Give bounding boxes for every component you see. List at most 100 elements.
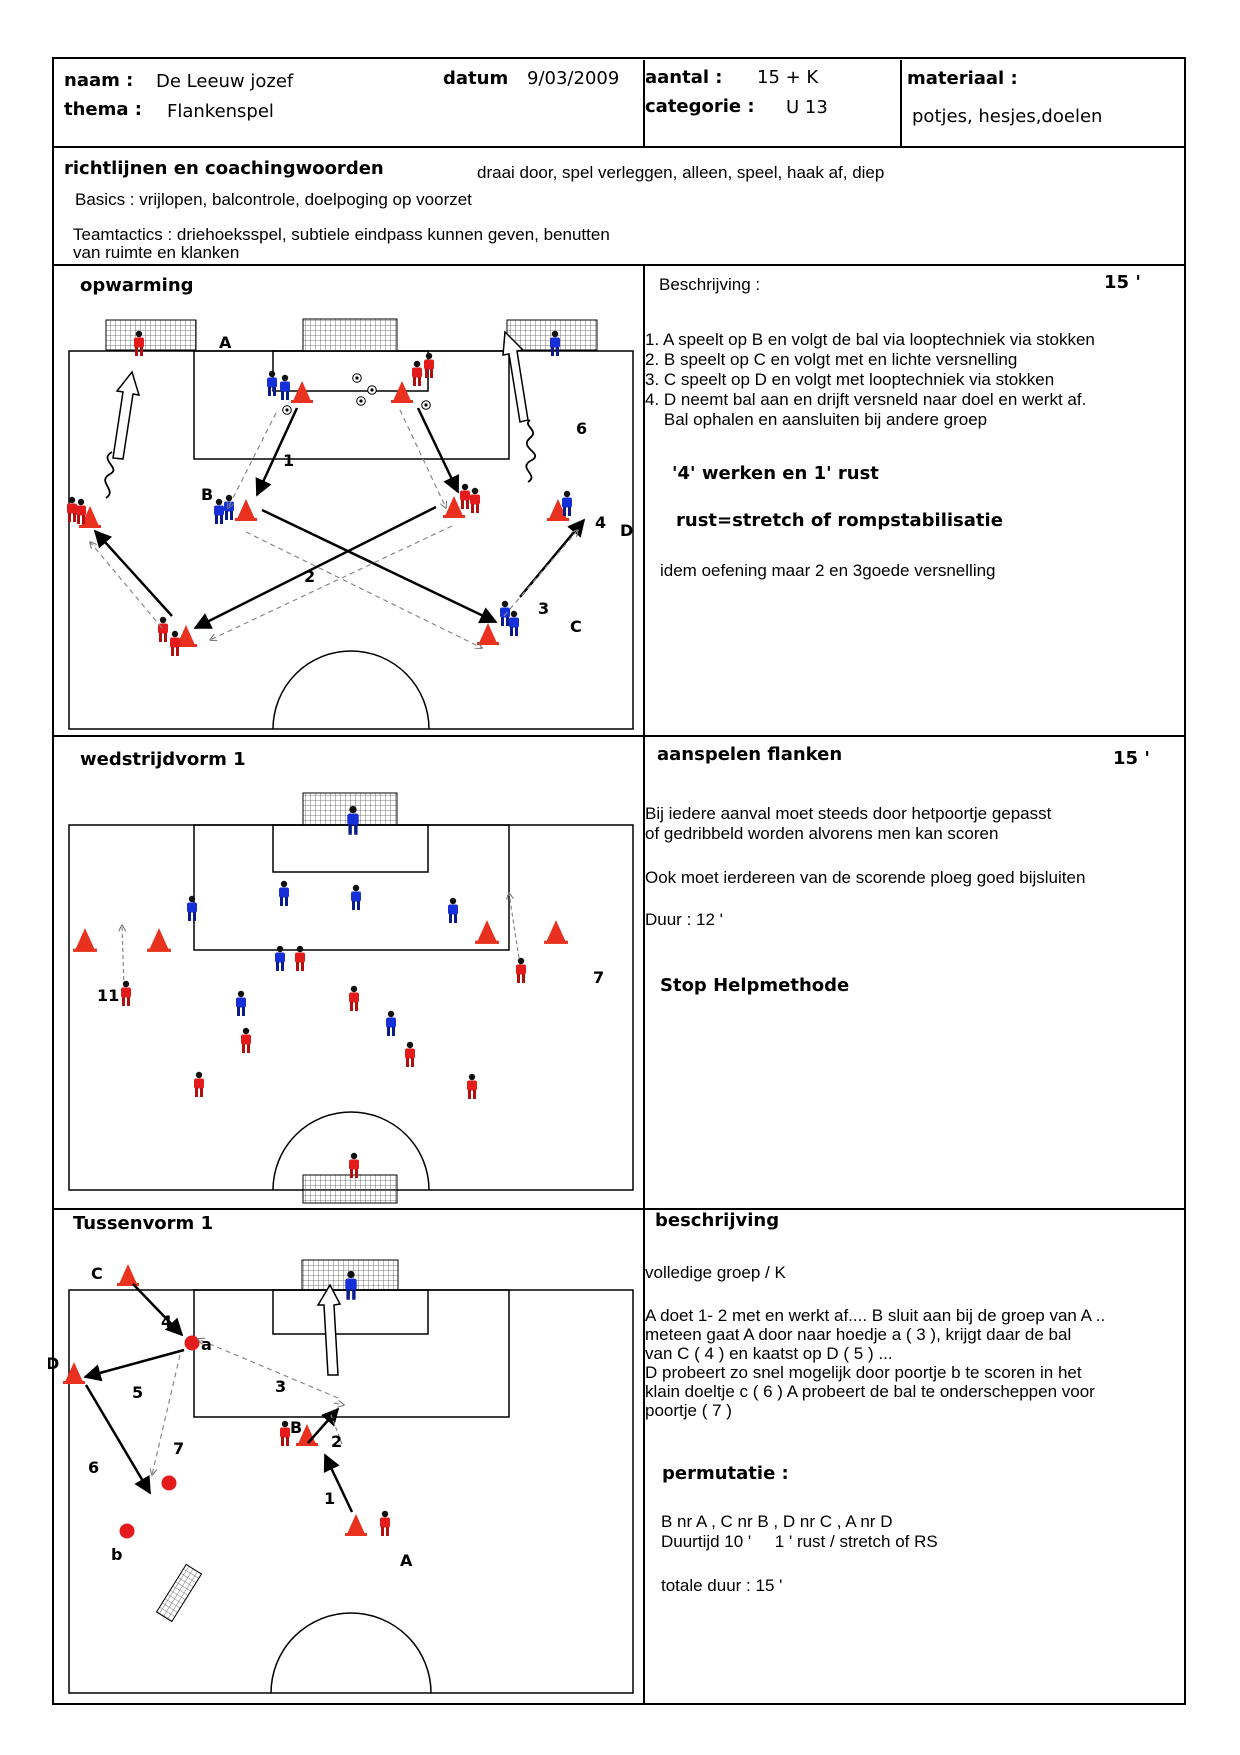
label-b: B — [290, 1418, 302, 1437]
section3-desc-1: A doet 1- 2 met en werkt af.... B sluit … — [645, 1306, 1106, 1325]
section2-right-title: aanspelen flanken — [657, 744, 843, 765]
label-c: C — [91, 1264, 103, 1283]
section1-divider — [52, 735, 1186, 737]
section2-line1: Bij iedere aanval moet steeds door hetpo… — [645, 804, 1052, 823]
label-3: 3 — [275, 1377, 286, 1396]
label-a: A — [219, 333, 232, 352]
center-arc — [272, 650, 430, 730]
section1-step-1: 1. A speelt op B en volgt de bal via loo… — [645, 330, 1095, 349]
section3-title: Tussenvorm 1 — [73, 1213, 214, 1234]
section1-right-title: Beschrijving : — [659, 275, 761, 294]
section1-step-2: 2. B speelt op C en volgt met en lichte … — [645, 350, 1018, 369]
tussenvorm-diagram: C D a b A B 1 2 3 4 5 6 7 — [48, 1259, 634, 1694]
run-arrows — [122, 893, 521, 988]
label-c: C — [570, 617, 582, 636]
categorie-label: categorie : — [645, 96, 755, 117]
marker-gate-1 — [161, 1475, 177, 1491]
cone-c — [117, 1264, 139, 1286]
datum-label: datum — [443, 68, 509, 89]
section1-step-4b: Bal ophalen en aansluiten bij andere gro… — [645, 410, 988, 429]
section1-title: opwarming — [80, 275, 194, 296]
section3-desc-2: meteen gaat A door naar hoedje a ( 3 ), … — [645, 1325, 1072, 1344]
section1-step-4: 4. D neemt bal aan en drijft versneld na… — [645, 390, 1087, 409]
section3-desc-5: klain doeltje c ( 6 ) A probeert de bal … — [645, 1382, 1095, 1401]
label-1: 1 — [324, 1489, 335, 1508]
coaching-words: draai door, spel verleggen, alleen, spee… — [477, 163, 885, 182]
section2-line4: Duur : 12 ' — [645, 910, 723, 929]
bottom-goal — [302, 1174, 398, 1204]
label-11: 11 — [97, 986, 119, 1005]
header-divider — [52, 146, 1186, 148]
teamtactics-line2: van ruimte en klanken — [73, 243, 240, 262]
ball — [282, 405, 292, 415]
materiaal-label: materiaal : — [907, 68, 1018, 89]
categorie-value: U 13 — [786, 97, 828, 118]
label-b: B — [201, 485, 213, 504]
section3-desc-3: van C ( 4 ) en kaatst op D ( 5 ) ... — [645, 1344, 893, 1363]
naam-value: De Leeuw jozef — [156, 71, 294, 92]
teamtactics-line1: Teamtactics : driehoeksspel, subtiele ei… — [73, 225, 610, 244]
aantal-label: aantal : — [645, 67, 723, 88]
section1-work-rest: '4' werken en 1' rust — [672, 463, 879, 484]
section2-duration: 15 ' — [1113, 748, 1150, 769]
section2-line2: of gedribbeld worden alvorens men kan sc… — [645, 824, 999, 843]
label-4: 4 — [161, 1312, 172, 1331]
marker-b — [119, 1523, 135, 1539]
section1-step-3: 3. C speelt op D en volgt met looptechni… — [645, 370, 1055, 389]
label-7: 7 — [173, 1439, 184, 1458]
main-goal — [302, 318, 398, 352]
label-b-small: b — [111, 1545, 122, 1564]
thema-label: thema : — [64, 99, 142, 120]
marker-a — [184, 1335, 200, 1351]
section3-description: A doet 1- 2 met en werkt af.... B sluit … — [645, 1306, 1105, 1420]
section2-method: Stop Helpmethode — [660, 975, 850, 996]
label-7: 7 — [593, 968, 604, 987]
guidelines-title: richtlijnen en coachingwoorden — [64, 158, 384, 179]
ball — [367, 385, 377, 395]
thema-value: Flankenspel — [167, 101, 274, 122]
ball — [352, 373, 362, 383]
naam-label: naam : — [64, 70, 134, 91]
label-4: 4 — [595, 513, 606, 532]
section1-steps: 1. A speelt op B en volgt de bal via loo… — [645, 330, 1095, 430]
wedstrijdvorm-diagram: 11 7 — [68, 792, 634, 1204]
section3-desc-6: poortje ( 7 ) — [645, 1401, 732, 1420]
field-boundary — [68, 1289, 634, 1694]
sheet-frame — [52, 57, 1186, 1705]
sprint-arrows — [112, 330, 529, 460]
section1-duration: 15 ' — [1104, 272, 1141, 293]
materiaal-value: potjes, hesjes,doelen — [912, 106, 1103, 127]
section3-right-title: beschrijving — [655, 1210, 780, 1231]
section1-variant: idem oefening maar 2 en 3goede versnelli… — [660, 561, 996, 580]
bottom-arc — [270, 1612, 432, 1694]
permutatie-line1: B nr A , C nr B , D nr C , A nr D — [661, 1512, 893, 1531]
dribble-left — [104, 451, 115, 499]
section2-line3: Ook moet ierdereen van de scorende ploeg… — [645, 868, 1086, 887]
section2-divider — [52, 1208, 1186, 1210]
opwarming-diagram: A B C D 1 2 3 4 6 — [67, 318, 634, 730]
run-arrow-2 — [330, 1414, 343, 1445]
label-2: 2 — [331, 1432, 342, 1451]
total-duration: totale duur : 15 ' — [661, 1576, 783, 1595]
label-6: 6 — [576, 419, 587, 438]
label-a: A — [400, 1551, 413, 1570]
section2-title: wedstrijdvorm 1 — [80, 749, 246, 770]
small-goal-c — [155, 1563, 203, 1623]
label-6: 6 — [88, 1458, 99, 1477]
section1-rest-note: rust=stretch of rompstabilisatie — [676, 510, 1003, 531]
pass-arrows — [93, 407, 586, 630]
pass-arrows — [83, 1283, 354, 1513]
section3-desc-4: D probeert zo snel mogelijk door poortje… — [645, 1363, 1082, 1382]
guidelines-divider — [52, 264, 1186, 266]
label-2: 2 — [304, 567, 315, 586]
header-col-divider-1 — [643, 60, 645, 146]
datum-value: 9/03/2009 — [527, 68, 620, 89]
shot-arrow — [316, 1283, 342, 1376]
label-d: D — [620, 521, 633, 540]
label-d: D — [48, 1354, 59, 1373]
ball — [421, 400, 431, 410]
ball — [356, 396, 366, 406]
label-5: 5 — [132, 1383, 143, 1402]
permutatie-line2: Duurtijd 10 ' 1 ' rust / stretch of RS — [661, 1532, 938, 1551]
run-arrows — [152, 1339, 344, 1475]
